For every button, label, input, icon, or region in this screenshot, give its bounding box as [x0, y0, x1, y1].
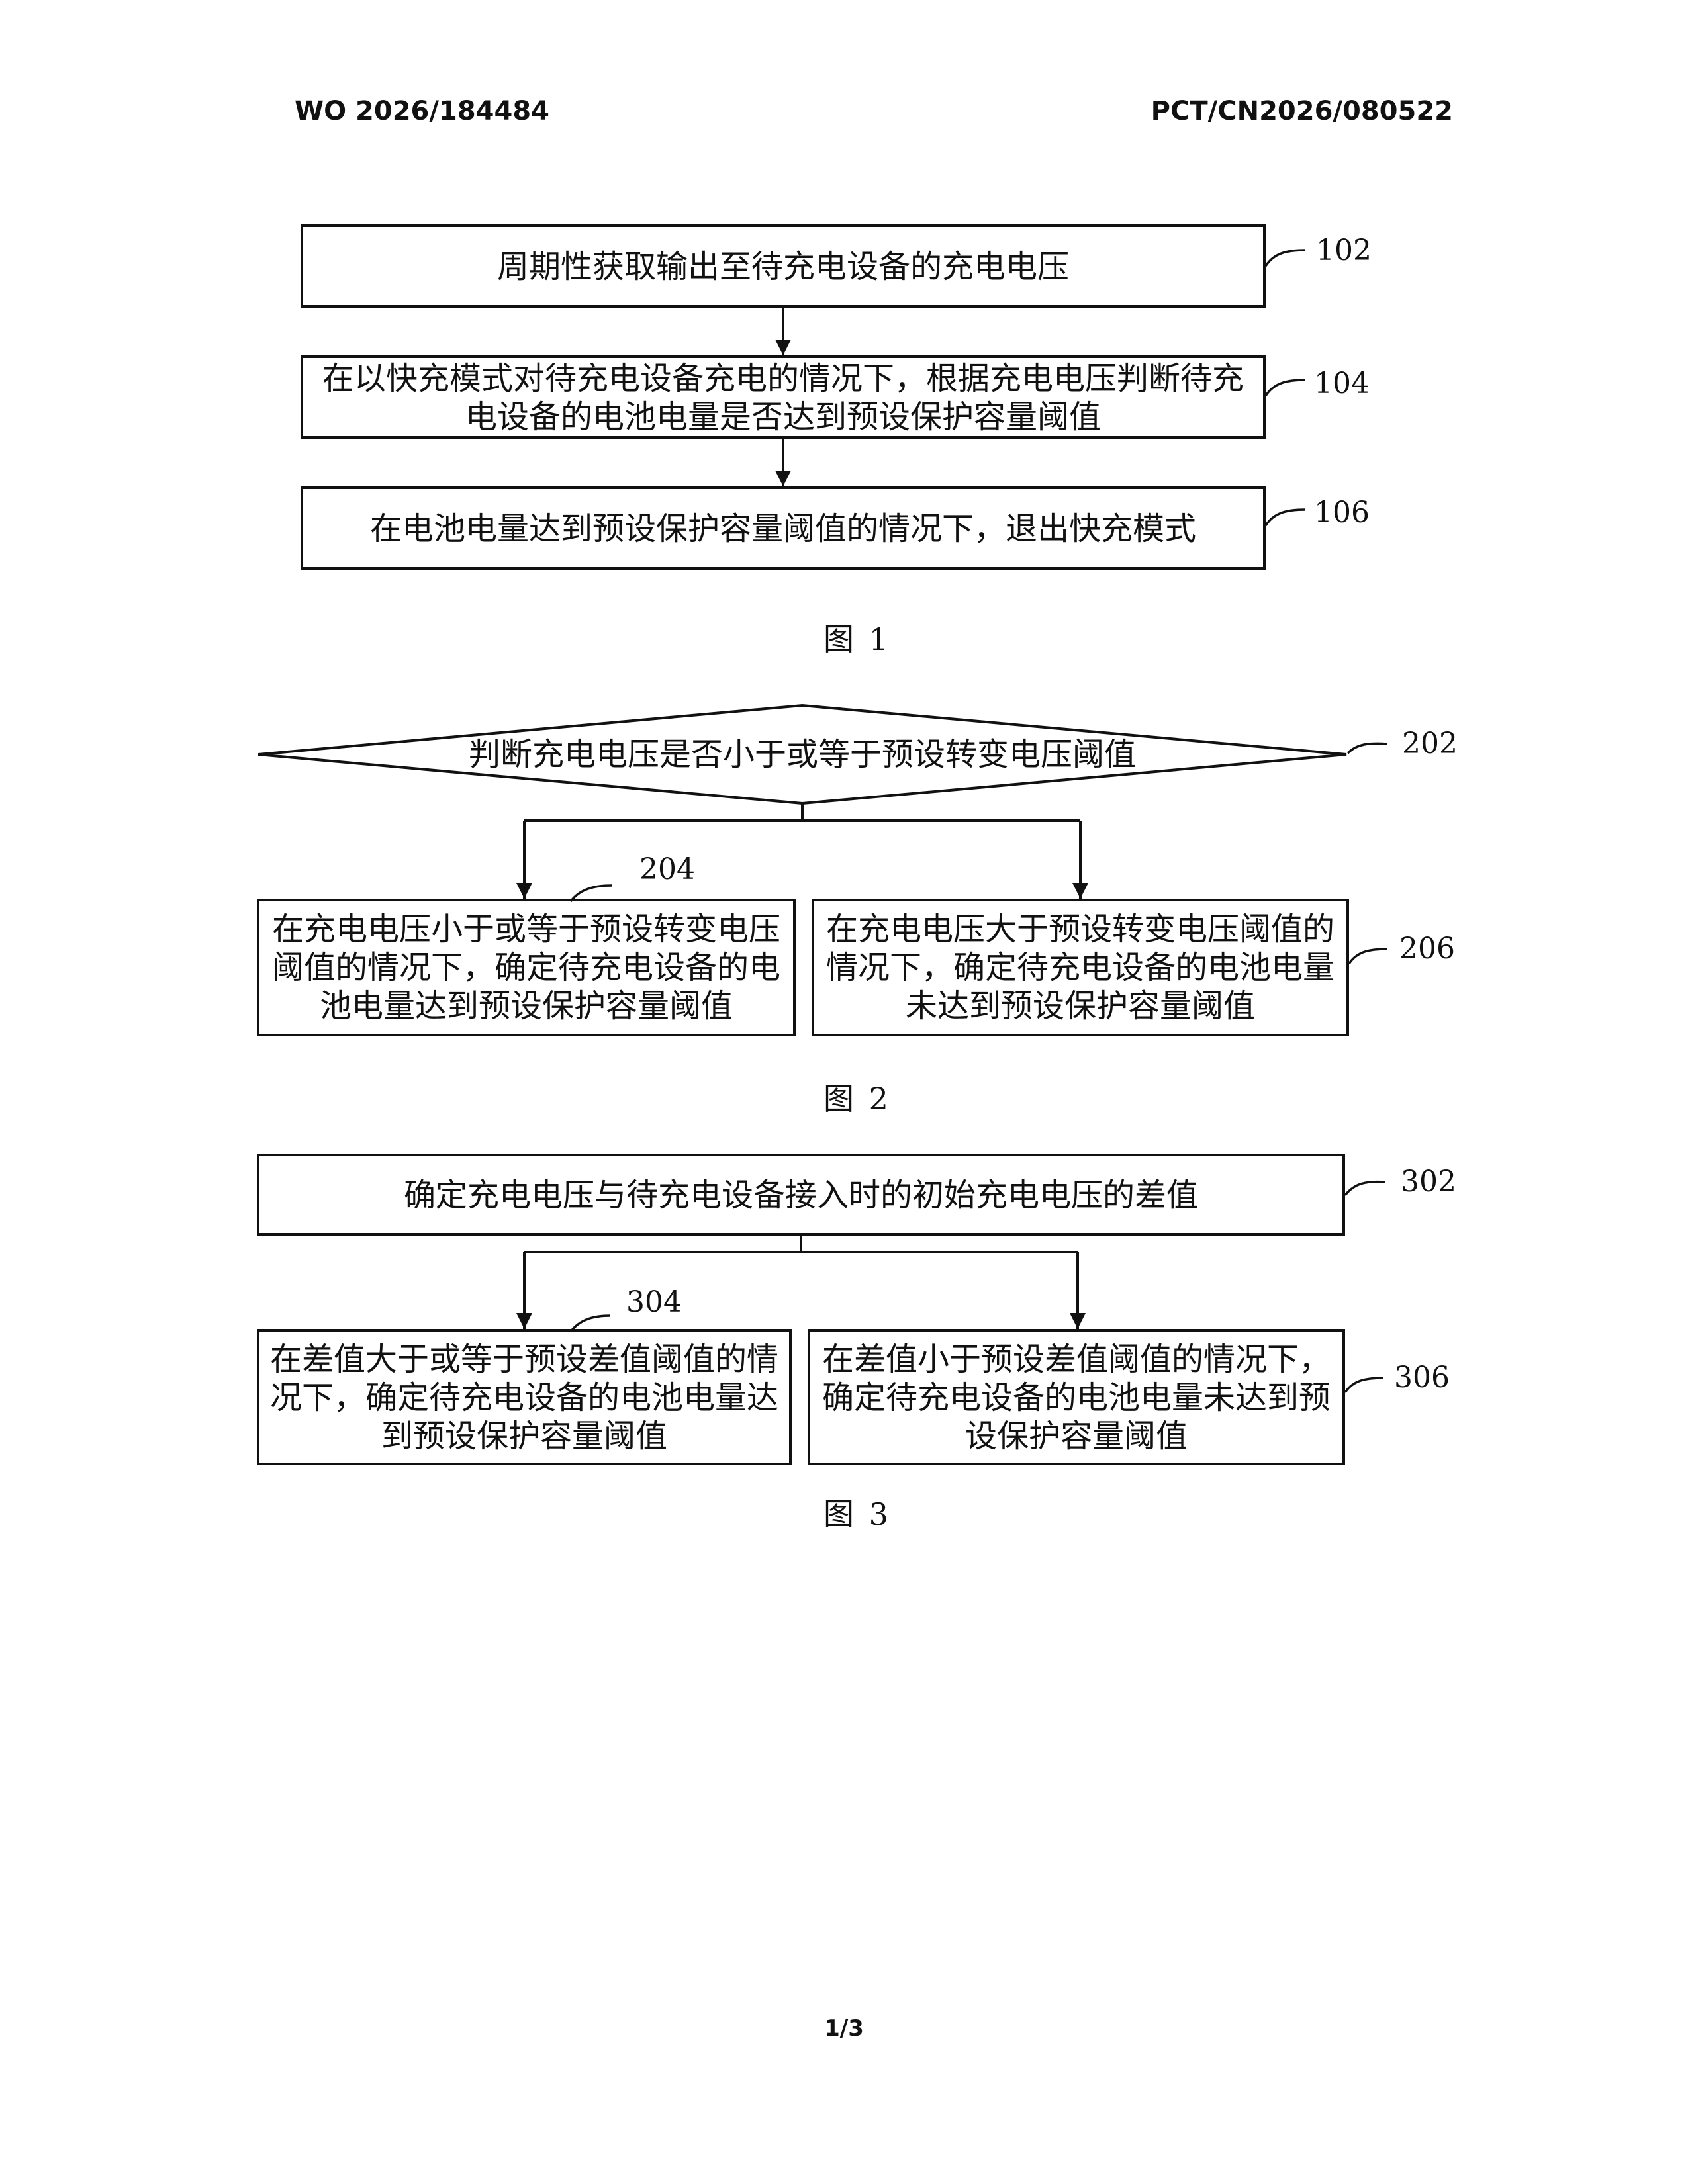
step-102-text: 周期性获取输出至待充电设备的充电电压 [497, 248, 1069, 285]
step-204-text-line2: 阈值的情况下，确定待充电设备的电 [272, 949, 780, 986]
step-206-text-line3: 未达到预设保护容量阈值 [906, 987, 1255, 1024]
step-206-text-line1: 在充电电压大于预设转变电压阈值的 [826, 911, 1335, 948]
ref-306: 306 [1394, 1361, 1450, 1394]
step-106-text: 在电池电量达到预设保护容量阈值的情况下，退出快充模式 [370, 510, 1196, 547]
decision-202: 判断充电电压是否小于或等于预设转变电压阈值 202 [258, 705, 1458, 803]
step-204: 在充电电压小于或等于预设转变电压 阈值的情况下，确定待充电设备的电 池电量达到预… [258, 852, 794, 1035]
ref-306-leader [1345, 1378, 1383, 1392]
figure-2: 判断充电电压是否小于或等于预设转变电压阈值 202 在充电电压小于或等于预设转变… [258, 705, 1458, 1116]
step-106: 在电池电量达到预设保护容量阈值的情况下，退出快充模式 106 [302, 488, 1370, 569]
ref-102-leader [1266, 250, 1305, 266]
step-302: 确定充电电压与待充电设备接入时的初始充电电压的差值 302 [258, 1155, 1456, 1234]
figure-2-caption: 图 2 [823, 1081, 891, 1116]
ref-304: 304 [626, 1285, 682, 1319]
ref-302-leader [1345, 1182, 1385, 1195]
step-206: 在充电电压大于预设转变电压阈值的 情况下，确定待充电设备的电池电量 未达到预设保… [813, 900, 1455, 1035]
ref-206: 206 [1399, 932, 1455, 966]
step-104: 在以快充模式对待充电设备充电的情况下，根据充电电压判断待充 电设备的电池电量是否… [302, 357, 1370, 437]
ref-102: 102 [1316, 234, 1372, 267]
ref-302: 302 [1401, 1165, 1456, 1199]
step-304-text-line2: 况下，确定待充电设备的电池电量达 [270, 1379, 778, 1416]
step-306-text-line3: 设保护容量阈值 [965, 1418, 1188, 1455]
step-306-text-line2: 确定待充电设备的电池电量未达到预 [822, 1379, 1331, 1416]
step-304-text-line3: 到预设保护容量阈值 [381, 1418, 667, 1455]
ref-104-leader [1266, 380, 1305, 396]
decision-202-text: 判断充电电压是否小于或等于预设转变电压阈值 [469, 736, 1136, 773]
step-302-text: 确定充电电压与待充电设备接入时的初始充电电压的差值 [404, 1177, 1198, 1214]
figure-1-caption: 图 1 [823, 621, 891, 657]
step-204-text-line3: 池电量达到预设保护容量阈值 [320, 987, 733, 1024]
ref-204: 204 [639, 852, 695, 886]
step-104-text-line2: 电设备的电池电量是否达到预设保护容量阈值 [465, 398, 1101, 435]
figure-3-caption: 图 3 [823, 1496, 891, 1532]
ref-106: 106 [1314, 496, 1370, 529]
page-number: 1/3 [0, 2015, 1688, 2042]
ref-104: 104 [1314, 367, 1370, 400]
figure-1: 周期性获取输出至待充电设备的充电电压 102 在以快充模式对待充电设备充电的情况… [302, 226, 1372, 657]
step-306: 在差值小于预设差值阈值的情况下， 确定待充电设备的电池电量未达到预 设保护容量阈… [809, 1330, 1450, 1464]
step-304-text-line1: 在差值大于或等于预设差值阈值的情 [270, 1341, 778, 1378]
step-206-text-line2: 情况下，确定待充电设备的电池电量 [826, 949, 1335, 986]
ref-202: 202 [1402, 727, 1458, 760]
step-102: 周期性获取输出至待充电设备的充电电压 102 [302, 226, 1372, 306]
step-104-text-line1: 在以快充模式对待充电设备充电的情况下，根据充电电压判断待充 [322, 360, 1244, 397]
ref-106-leader [1266, 510, 1305, 525]
step-306-text-line1: 在差值小于预设差值阈值的情况下， [822, 1341, 1331, 1378]
figure-3: 确定充电电压与待充电设备接入时的初始充电电压的差值 302 在差值大于或等于预设… [258, 1155, 1456, 1532]
ref-202-leader [1348, 743, 1387, 753]
ref-206-leader [1349, 949, 1387, 964]
step-204-text-line1: 在充电电压小于或等于预设转变电压 [272, 911, 780, 948]
